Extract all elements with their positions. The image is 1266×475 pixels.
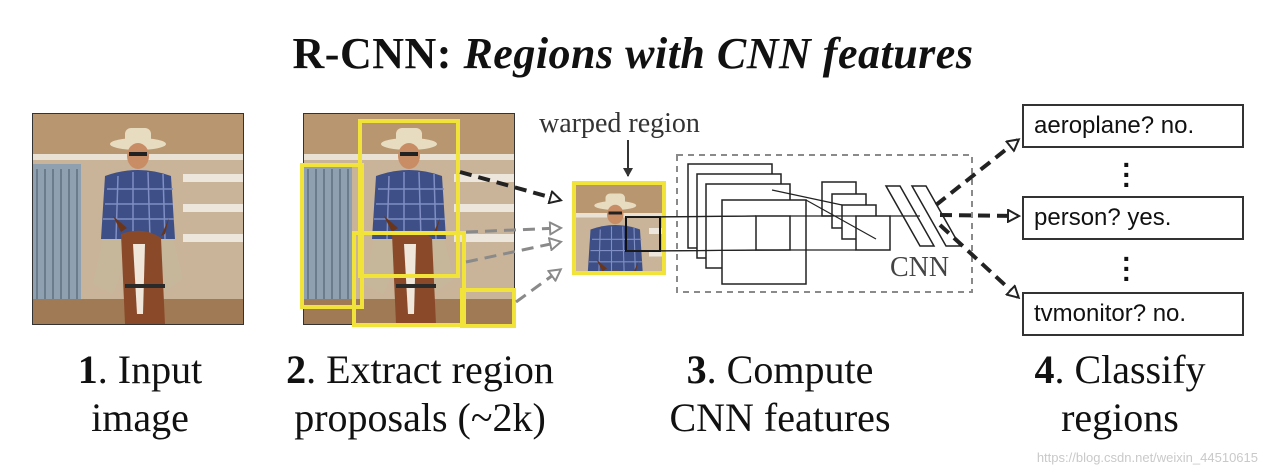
arrow-gray-3 (515, 270, 560, 304)
class-box-tvmonitor: tvmonitor? no. (1022, 292, 1244, 336)
step-1-line1: . Input (97, 347, 203, 392)
cnn-label: CNN (890, 252, 950, 283)
class-label-person: person? yes. (1034, 204, 1172, 231)
step-3-number: 3 (686, 347, 707, 392)
diagram-title: R-CNN: Regions with CNN features (0, 28, 1266, 79)
step-2-caption: 2. Extract region proposals (~2k) (255, 346, 585, 442)
proposal-box-ground (460, 288, 516, 328)
step-1-number: 1 (77, 347, 98, 392)
step-3-line2: CNN features (669, 395, 891, 440)
step-2-line1: . Extract region (306, 347, 554, 392)
warped-region-label: warped region (539, 108, 700, 139)
watermark: https://blog.csdn.net/weixin_44510615 (1036, 450, 1258, 465)
class-box-aeroplane: aeroplane? no. (1022, 104, 1244, 148)
arrow-proposal-to-warped (459, 170, 560, 200)
warped-region-image (572, 181, 666, 275)
step-2-number: 2 (286, 347, 307, 392)
title-prefix: R-CNN: (292, 29, 452, 78)
vertical-ellipsis-2: ··· (1122, 243, 1132, 294)
step-4-line1: . Classify (1054, 347, 1206, 392)
arrow-to-person (939, 215, 1018, 216)
step-2-line2: proposals (~2k) (294, 395, 546, 440)
step-4-caption: 4. Classify regions (1000, 346, 1240, 442)
step-4-line2: regions (1061, 395, 1179, 440)
cnn-connections (625, 189, 920, 252)
class-label-aeroplane: aeroplane? no. (1034, 112, 1195, 139)
title-italic: Regions with CNN features (463, 29, 974, 78)
vertical-ellipsis-1: ··· (1122, 149, 1132, 200)
arrow-gray-1 (465, 228, 560, 232)
class-box-person: person? yes. (1022, 196, 1244, 240)
input-image (32, 113, 244, 325)
step-4-number: 4 (1034, 347, 1055, 392)
step-1-caption: 1. Input image (30, 346, 250, 442)
step-1-line2: image (91, 395, 189, 440)
proposal-box-horse (352, 231, 466, 327)
class-label-tvmonitor: tvmonitor? no. (1034, 300, 1187, 327)
step-3-caption: 3. Compute CNN features (635, 346, 925, 442)
arrow-gray-2 (465, 242, 560, 264)
proposal-box-person (358, 119, 460, 278)
step-3-line1: . Compute (706, 347, 874, 392)
region-proposal-boxes (300, 119, 516, 328)
arrow-to-aeroplane (934, 140, 1018, 207)
proposal-box-fence (300, 163, 364, 309)
cnn-dashed-box (676, 154, 973, 293)
